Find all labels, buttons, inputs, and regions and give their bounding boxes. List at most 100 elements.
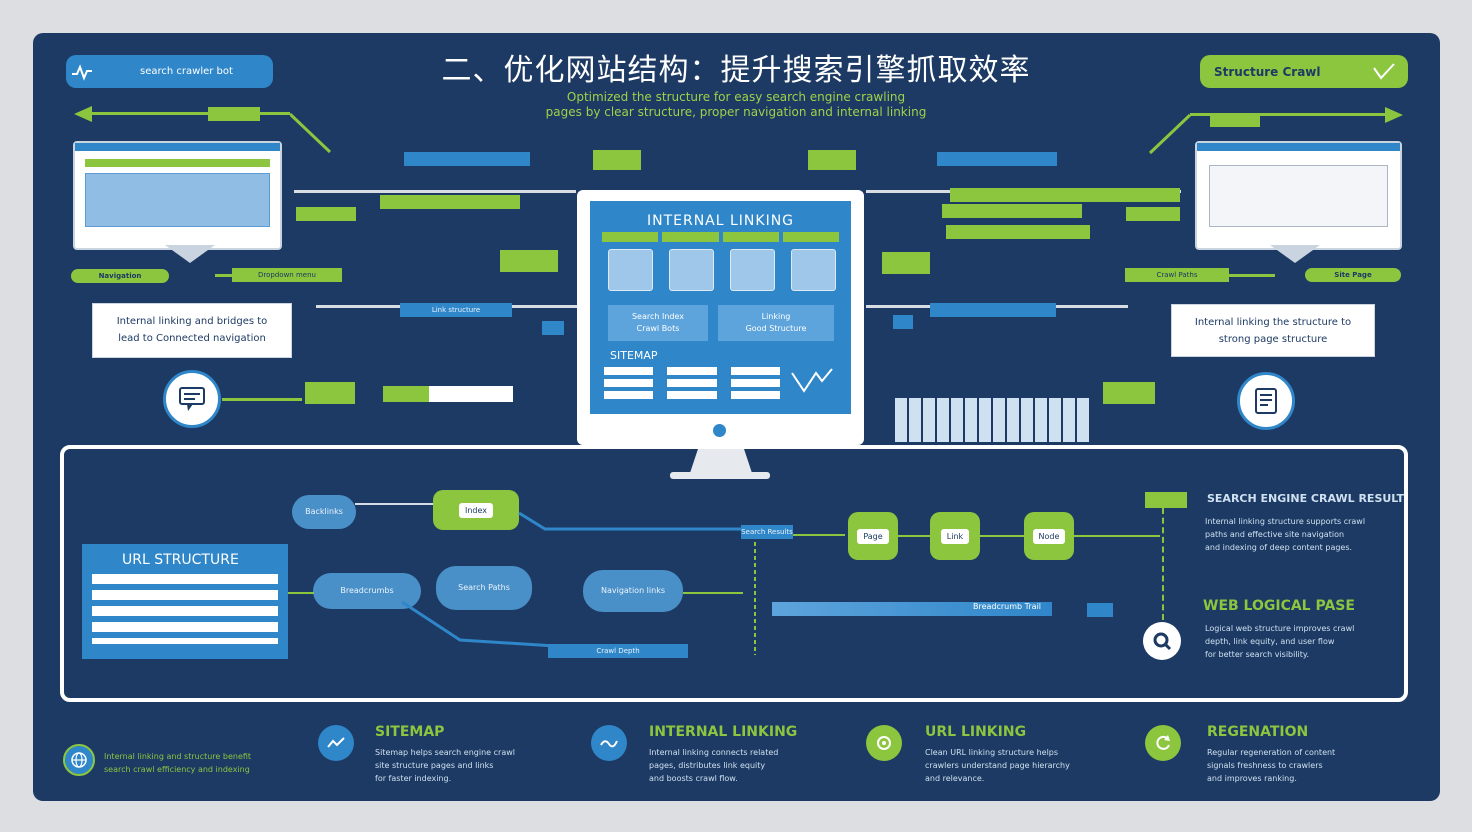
green-node-index-label: Index (458, 502, 494, 518)
green-node-link-label: Link (940, 528, 970, 544)
arrow-line-right (1190, 113, 1390, 116)
pulse-icon (72, 63, 92, 81)
footer-intro-icon (63, 744, 95, 776)
cloud-search-paths: Search Paths (436, 566, 532, 610)
green-node-index: Index (433, 490, 519, 530)
left-note-line-2: lead to Connected navigation (118, 333, 266, 344)
wave-icon (600, 740, 618, 748)
monitor-tab-row (602, 232, 839, 242)
footer-url-line-1: Clean URL linking structure helps (925, 748, 1059, 757)
link-structure-tag: Link structure (400, 303, 512, 317)
left-card-pointer (165, 245, 215, 263)
right-circle-badge (1237, 372, 1295, 430)
footer-sitemap-line-3: for faster indexing. (375, 774, 452, 783)
footer-url-line-2: crawlers understand page hierarchy (925, 761, 1070, 770)
footer-regen-icon (1145, 725, 1181, 761)
globe-icon (71, 752, 87, 768)
tag-right-2 (1210, 113, 1260, 127)
flow-connectors (518, 511, 845, 655)
line-node-2 (980, 535, 1024, 537)
section-1-line-1: Internal linking structure supports craw… (1205, 517, 1366, 526)
tag-left-5 (593, 150, 641, 170)
footer-regen-title: REGENATION (1207, 724, 1309, 740)
subtitle-line-2: pages by clear structure, proper navigat… (545, 105, 927, 119)
arrow-right-icon (1385, 107, 1403, 123)
right-note-line-1: Internal linking the structure to (1194, 317, 1352, 328)
line-left-circle (222, 398, 302, 401)
footer-sitemap-line-1: Sitemap helps search engine crawl (375, 748, 515, 757)
tag-right-5 (1126, 207, 1180, 221)
line-cloud-right (683, 592, 743, 594)
trend-icon (327, 737, 345, 748)
footer-intro: Internal linking and structure benefit s… (104, 750, 251, 776)
line-node-3 (1074, 535, 1160, 537)
tag-left-8 (542, 321, 564, 335)
keyboard-graphic (895, 398, 1091, 442)
footer-sitemap-title: SITEMAP (375, 724, 445, 740)
search-icon (1153, 632, 1172, 651)
footer-regen-body: Regular regeneration of content signals … (1207, 746, 1335, 785)
section-dashed-line (1162, 508, 1166, 620)
connector-diagonal-left (290, 112, 332, 154)
monitor-box-1-line-2: Crawl Bots (636, 324, 680, 333)
right-browser-content (1209, 165, 1388, 227)
tag-left-2 (380, 195, 520, 209)
tag-left-7 (500, 250, 558, 272)
left-browser-header (85, 159, 270, 167)
connector-diagonal-right (1148, 113, 1192, 155)
footer-linking-body: Internal linking connects related pages,… (649, 746, 778, 785)
footer-linking-icon (591, 725, 627, 761)
section-1-line-3: and indexing of deep content pages. (1205, 543, 1353, 552)
crawl-paths-tag: Crawl Paths (1125, 268, 1229, 282)
monitor-power-dot (713, 424, 726, 437)
breadcrumb-trail-label: Breadcrumb Trail (972, 602, 1042, 611)
chat-document-icon (179, 387, 205, 411)
monitor-heading: INTERNAL LINKING (646, 213, 795, 229)
refresh-icon (1156, 735, 1170, 750)
right-browser-card (1195, 141, 1402, 250)
check-trend-icon (1373, 62, 1395, 80)
section-1-body: Internal linking structure supports craw… (1205, 515, 1365, 554)
monitor-box-2: Linking Good Structure (718, 305, 834, 341)
cloud-backlinks: Backlinks (292, 495, 356, 529)
section-2-line-3: for better search visibility. (1205, 650, 1310, 659)
document-list-icon (1255, 388, 1277, 414)
tag-right-9 (893, 315, 913, 329)
left-note: Internal linking and bridges to lead to … (92, 303, 292, 358)
footer-sitemap-icon (318, 725, 354, 761)
lower-panel (60, 445, 1408, 702)
left-browser-card (73, 141, 282, 250)
tag-right-6 (946, 225, 1090, 239)
right-browser-bar (1197, 143, 1400, 151)
url-structure-title: URL STRUCTURE (122, 552, 239, 568)
site-page-pill: Site Page (1305, 268, 1401, 282)
right-card-pointer (1270, 245, 1320, 263)
monitor-stand (690, 445, 752, 473)
subtitle-line-1: Optimized the structure for easy search … (566, 90, 906, 104)
cycle-icon (877, 736, 891, 750)
tag-right-1 (937, 152, 1057, 166)
green-node-link: Link (930, 512, 980, 560)
arrow-line-left (90, 112, 290, 115)
footer-linking-title: INTERNAL LINKING (649, 724, 798, 740)
dropdown-tag: Dropdown menu (232, 268, 342, 282)
tag-left-4 (404, 152, 530, 166)
monitor-frame: INTERNAL LINKING Search Index Crawl Bots… (577, 190, 864, 445)
line-cloud-1 (355, 503, 433, 505)
tag-left-6 (808, 150, 856, 170)
left-note-line-1: Internal linking and bridges to (116, 316, 268, 327)
footer-url-title: URL LINKING (925, 724, 1027, 740)
section-2-body: Logical web structure improves crawl dep… (1205, 622, 1354, 661)
monitor-box-1-line-1: Search Index (631, 312, 685, 321)
tag-right-10 (1103, 382, 1155, 404)
section-1-title: SEARCH ENGINE CRAWL RESULT (1207, 492, 1404, 505)
monitor-box-2-line-1: Linking (761, 312, 791, 321)
footer-linking-line-3: and boosts crawl flow. (649, 774, 738, 783)
section-2-icon-badge (1143, 622, 1181, 660)
tag-right-3 (950, 188, 1180, 202)
line-left-top (294, 190, 576, 193)
footer-sitemap-body: Sitemap helps search engine crawl site s… (375, 746, 515, 785)
section-2-title: WEB LOGICAL PASE (1203, 598, 1355, 614)
green-node-page: Page (848, 512, 898, 560)
tag-right-4 (942, 204, 1082, 218)
